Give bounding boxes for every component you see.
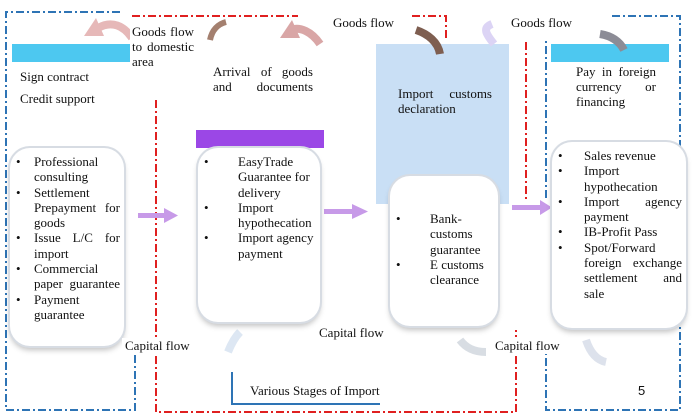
stage3-list: Bank-customs guarantee E customs clearan… [390, 211, 498, 287]
stage3-item: Bank-customs guarantee [390, 211, 498, 257]
stage4-item: Import agency payment [552, 194, 686, 225]
stage4-item: IB-Profit Pass [552, 224, 686, 240]
stage2-purple-bar [196, 130, 324, 148]
transition-arrow-3-head [540, 200, 552, 215]
stage2-header: Arrival of goods and documents [210, 62, 316, 96]
transition-arrow-3-shaft [512, 205, 544, 210]
page-number: 5 [638, 383, 646, 398]
capital-arrow-3 [582, 338, 608, 366]
stage4-item: Import hypothecation [552, 163, 686, 194]
stage4-header: Pay in foreign currency or financing [576, 62, 656, 111]
stage1-header-line-1: Sign contract [20, 69, 89, 84]
stage3-header: Import customs declaration [398, 86, 492, 116]
stage1-cyan-bar [12, 44, 134, 62]
goods-arrow-1 [96, 20, 136, 41]
goods-flow-right-label: Goods flow [508, 15, 576, 31]
stage4-list: Sales revenue Import hypothecation Impor… [552, 148, 686, 301]
stage2-item: EasyTrade Guarantee for delivery [198, 154, 320, 200]
stage4-item: Spot/Forward foreign exchange settlement… [552, 240, 686, 301]
capital-arrow-1 [224, 329, 243, 354]
footer-accent [231, 372, 380, 405]
goods-arrow-6 [599, 30, 628, 52]
transition-arrow-1-shaft [138, 213, 166, 218]
transition-arrow-2-shaft [324, 209, 354, 214]
goods-flow-domestic-label: Goods flow to domestic area [130, 24, 196, 69]
stage4-card: Sales revenue Import hypothecation Impor… [552, 142, 686, 328]
stage1-header-line-2: Credit support [20, 91, 95, 106]
stage1-item: Settlement Prepayment for goods [10, 185, 124, 231]
stage1-frame [5, 11, 136, 411]
goods-flow-domestic-text: Goods flow to domestic area [132, 24, 194, 69]
stage2-3-frame [132, 15, 517, 413]
capital-flow-right-label: Capital flow [492, 338, 563, 354]
stage4-frame [545, 15, 681, 411]
capital-flow-mid-label: Capital flow [316, 325, 387, 341]
stage2-item: Import agency payment [198, 230, 320, 261]
capital-arrow-2 [456, 337, 487, 356]
stage1-card: Professional consulting Settlement Prepa… [10, 148, 124, 346]
stage2-item: Import hypothecation [198, 200, 320, 231]
stage1-item: Professional consulting [10, 154, 124, 185]
goods-arrow-1-head [84, 18, 104, 36]
goods-arrow-2 [207, 19, 227, 41]
goods-arrow-4 [414, 26, 444, 55]
goods-arrow-5 [482, 20, 498, 47]
stage4-item: Sales revenue [552, 148, 686, 164]
footer-title: Various Stages of Import [250, 383, 380, 398]
stage1-list: Professional consulting Settlement Prepa… [10, 154, 124, 322]
goods-flow-mid-label: Goods flow [330, 15, 398, 31]
stage3-item: E customs clearance [390, 257, 498, 288]
transition-arrow-2-head [352, 204, 368, 219]
transition-arrow-1-head [164, 208, 178, 223]
stage2-card: EasyTrade Guarantee for delivery Import … [198, 148, 320, 322]
stage1-item: Issue L/C for import [10, 230, 124, 261]
stage4-cyan-bar [551, 44, 669, 62]
stage1-header: Sign contract Credit support [16, 66, 130, 110]
stage2-list: EasyTrade Guarantee for delivery Import … [198, 154, 320, 261]
stage1-item: Payment guarantee [10, 292, 124, 323]
goods-arrow-3-head [280, 20, 300, 38]
capital-flow-left-label: Capital flow [122, 338, 193, 354]
stage3-card: Bank-customs guarantee E customs clearan… [390, 176, 498, 326]
stage1-item: Commercial paper guarantee [10, 261, 124, 292]
